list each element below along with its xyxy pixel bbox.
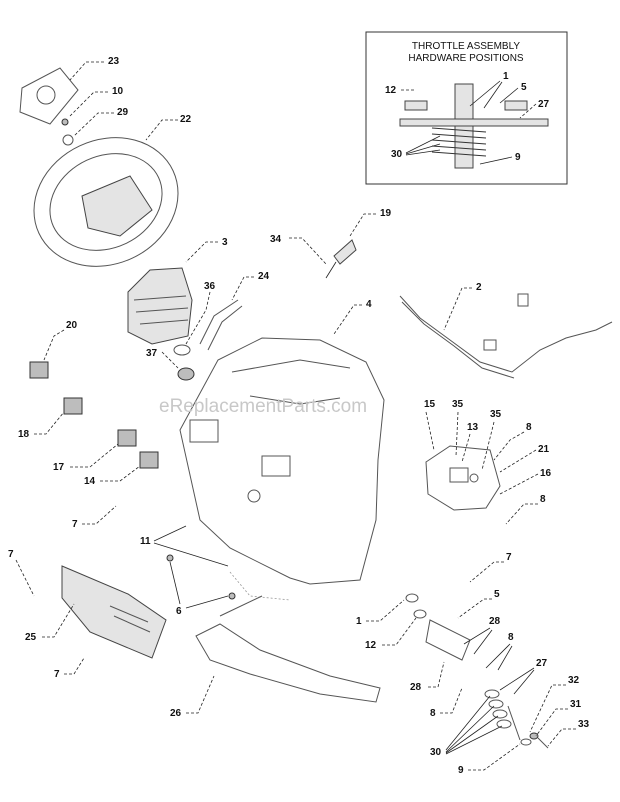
callout-23: 23: [108, 56, 120, 67]
horn-cap: [19, 67, 79, 125]
throttle-assembly-inset: THROTTLE ASSEMBLY HARDWARE POSITIONS 12 …: [365, 31, 568, 185]
part-drawings: [19, 67, 613, 749]
callout-12: 12: [365, 640, 377, 651]
callout-7c: 7: [506, 552, 512, 563]
inset-callout-9: 9: [515, 152, 521, 163]
inset-title-line1: THROTTLE ASSEMBLY: [412, 41, 521, 52]
callout-28b: 28: [410, 682, 422, 693]
inset-callout-27: 27: [538, 99, 550, 110]
callout-32: 32: [568, 675, 580, 686]
dash-panel: [179, 337, 385, 585]
steering-wheel: [33, 137, 179, 267]
callout-16: 16: [540, 468, 552, 479]
callout-7d: 7: [54, 669, 60, 680]
callout-8a: 8: [526, 422, 532, 433]
callout-29: 29: [117, 107, 129, 118]
callout-31: 31: [570, 699, 582, 710]
callout-6: 6: [176, 606, 182, 617]
hose: [199, 299, 243, 351]
callout-20: 20: [66, 320, 78, 331]
callout-13: 13: [467, 422, 479, 433]
callout-15: 15: [424, 399, 436, 410]
callout-25: 25: [25, 632, 37, 643]
callout-10: 10: [112, 86, 124, 97]
callout-35a: 35: [452, 399, 464, 410]
callout-30: 30: [430, 747, 442, 758]
callout-24: 24: [258, 271, 270, 282]
callout-26: 26: [170, 708, 182, 719]
callout-21: 21: [538, 444, 550, 455]
callout-28: 28: [489, 616, 501, 627]
callout-2: 2: [476, 282, 482, 293]
callout-8c: 8: [508, 632, 514, 643]
callout-17: 17: [53, 462, 65, 473]
frame-bracket: [195, 623, 381, 703]
callout-11: 11: [140, 536, 151, 547]
inset-title-line2: HARDWARE POSITIONS: [408, 53, 524, 64]
callouts: 23 10 29 22 3 19 34 36 24 2 4 20 37 18 1…: [8, 56, 590, 776]
callout-3: 3: [222, 237, 228, 248]
callout-22: 22: [180, 114, 192, 125]
callout-14: 14: [84, 476, 96, 487]
callout-9: 9: [458, 765, 464, 776]
callout-8d: 8: [430, 708, 436, 719]
inset-callout-1: 1: [503, 71, 509, 82]
callout-5: 5: [494, 589, 500, 600]
callout-35b: 35: [490, 409, 502, 420]
callout-27: 27: [536, 658, 548, 669]
callout-4: 4: [366, 299, 372, 310]
inset-callout-5: 5: [521, 82, 527, 93]
inset-callout-12: 12: [385, 85, 397, 96]
callout-33: 33: [578, 719, 590, 730]
callout-7a: 7: [72, 519, 78, 530]
steering-boot: [127, 267, 193, 345]
callout-19: 19: [380, 208, 392, 219]
throttle-plate: [425, 445, 501, 511]
callout-36: 36: [204, 281, 216, 292]
inset-callout-30: 30: [391, 149, 403, 160]
wire-harness: [399, 295, 613, 373]
callout-7b: 7: [8, 549, 14, 560]
callout-37: 37: [146, 348, 158, 359]
lower-plate: [61, 565, 167, 659]
callout-34: 34: [270, 234, 282, 245]
callout-1: 1: [356, 616, 362, 627]
watermark: eReplacementParts.com: [159, 396, 367, 417]
callout-8b: 8: [540, 494, 546, 505]
callout-18: 18: [18, 429, 30, 440]
